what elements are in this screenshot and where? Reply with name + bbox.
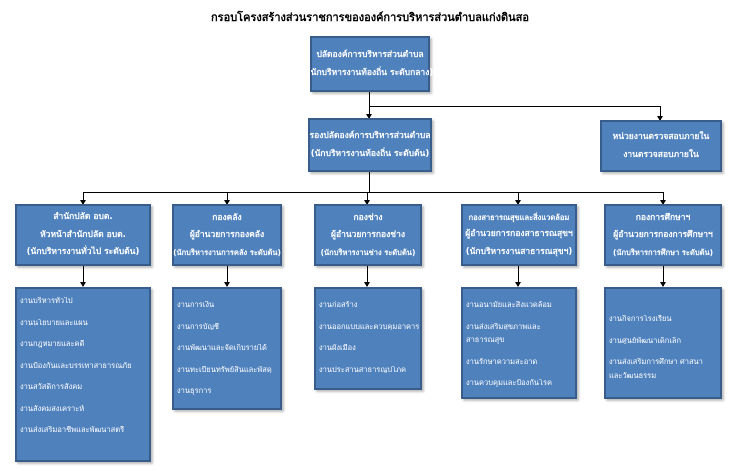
top-executive-level: (นักบริหารงานท้องถิ่น ระดับกลาง) xyxy=(306,67,434,78)
connector-dept-3 xyxy=(367,192,368,204)
connector-list-1 xyxy=(83,266,84,286)
arrow-to-deputy xyxy=(366,114,372,119)
department-box-public-health: กองสาธารณสุขและสิ่งแวดล้อม ผู้อำนวยการกอ… xyxy=(461,204,577,266)
department-head: ผู้อำนวยการกองคลัง xyxy=(189,230,265,241)
department-head: ผู้อำนวยการกองสาธารณสุขฯ xyxy=(465,229,573,240)
task-item: และวัฒนธรรม xyxy=(609,371,657,379)
department-tasks-education: งานกิจการโรงเรียน งานศูนย์พัฒนาเด็กเล็ก … xyxy=(604,287,722,399)
task-item: งานทะเบียนทรัพย์สินและพัสดุ xyxy=(177,365,272,373)
task-item: งานศูนย์พัฒนาเด็กเล็ก xyxy=(609,336,682,344)
connector-list-4 xyxy=(518,266,519,286)
connector-list-3 xyxy=(367,266,368,286)
arrow-list-2 xyxy=(224,282,230,287)
connector-top-deputy xyxy=(369,92,370,118)
task-item: งานสวัสดิการสังคม xyxy=(20,383,83,391)
department-head: หัวหน้าสำนักปลัด อบต. xyxy=(40,229,126,240)
arrow-dept-5 xyxy=(660,200,666,205)
arrow-to-audit xyxy=(657,116,663,121)
department-head: ผู้อำนวยการกองการศึกษาฯ xyxy=(613,230,713,241)
arrow-list-5 xyxy=(660,282,666,287)
task-item: งานประสานสาธารณูปโภค xyxy=(319,365,407,373)
arrow-list-4 xyxy=(515,282,521,287)
department-box-engineering: กองช่าง ผู้อำนวยการกองช่าง (นักบริหารงาน… xyxy=(314,204,422,266)
task-item: งานกิจการโรงเรียน xyxy=(609,315,672,323)
top-executive-title: ปลัดองค์การบริหารส่วนตำบล xyxy=(316,50,424,60)
arrow-dept-1 xyxy=(80,200,86,205)
department-tasks-engineering: งานก่อสร้าง งานออกแบบและควบคุมอาคาร งานผ… xyxy=(314,287,422,390)
task-item: งานบริหารทั่วไป xyxy=(20,297,73,305)
task-item: งานการเงิน xyxy=(177,301,215,309)
department-level: (นักบริหารการศึกษา ระดับต้น) xyxy=(612,247,714,257)
connector-dept-2 xyxy=(227,192,228,204)
arrow-list-3 xyxy=(364,282,370,287)
connector-dept-4 xyxy=(518,192,519,204)
arrow-dept-2 xyxy=(224,200,230,205)
task-item: งานธุรการ xyxy=(177,387,212,395)
task-item: งานการบัญชี xyxy=(177,322,220,330)
audit-section: งานตรวจสอบภายใน xyxy=(623,149,699,160)
task-item: งานนโยบายและแผน xyxy=(20,318,88,326)
department-level: (นักบริหารงานการคลัง ระดับต้น) xyxy=(173,247,281,257)
task-item: งานสังคมสงเคราะห์ xyxy=(20,404,85,412)
department-head: ผู้อำนวยการกองช่าง xyxy=(330,230,405,241)
task-item: งานรักษาความสะอาด xyxy=(466,357,538,365)
department-box-education: กองการศึกษาฯ ผู้อำนวยการกองการศึกษาฯ (นั… xyxy=(604,204,722,266)
department-tasks-finance: งานการเงิน งานการบัญชี งานพัฒนาและจัดเก็… xyxy=(172,287,282,410)
deputy-box: รองปลัดองค์การบริหารส่วนตำบล (นักบริหารง… xyxy=(308,118,432,172)
connector-dept-bus xyxy=(83,192,663,193)
department-box-finance: กองคลัง ผู้อำนวยการกองคลัง (นักบริหารงาน… xyxy=(172,204,282,266)
department-box-office: สำนักปลัด อบต. หัวหน้าสำนักปลัด อบต. (นั… xyxy=(15,204,151,266)
department-name: กองคลัง xyxy=(212,212,242,223)
task-item: งานกฎหมายและคดี xyxy=(20,340,85,348)
task-item: งานส่งเสริมอาชีพและพัฒนาสตรี xyxy=(20,426,125,434)
connector-dept-5 xyxy=(663,192,664,204)
task-item: งานอนามัยและสิ่งแวดล้อม xyxy=(466,301,552,309)
department-name: กองการศึกษาฯ xyxy=(635,212,691,223)
department-level: (นักบริหารงานช่าง ระดับต้น) xyxy=(320,247,416,257)
deputy-title: รองปลัดองค์การบริหารส่วนตำบล xyxy=(309,131,431,141)
department-tasks-public-health: งานอนามัยและสิ่งแวดล้อม งานส่งเสริมสุขภา… xyxy=(461,287,577,399)
task-item: งานป้องกันและบรรเทาสาธารณภัย xyxy=(20,361,132,369)
audit-box: หน่วยงานตรวจสอบภายใน งานตรวจสอบภายใน xyxy=(600,120,722,172)
arrow-dept-3 xyxy=(364,200,370,205)
top-executive-box: ปลัดองค์การบริหารส่วนตำบล (นักบริหารงานท… xyxy=(306,36,434,92)
department-name: กองสาธารณสุขและสิ่งแวดล้อม xyxy=(468,212,570,222)
connector-dept-1 xyxy=(83,192,84,204)
task-item: งานควบคุมและป้องกันโรค xyxy=(466,379,553,387)
task-item: งานพัฒนาและจัดเก็บรายได้ xyxy=(177,344,267,352)
task-item: งานออกแบบและควบคุมอาคาร xyxy=(319,322,420,330)
task-item: งานก่อสร้าง xyxy=(319,301,358,309)
connector-audit-branch xyxy=(369,106,660,107)
department-tasks-office: งานบริหารทั่วไป งานนโยบายและแผน งานกฎหมา… xyxy=(15,287,151,462)
audit-title: หน่วยงานตรวจสอบภายใน xyxy=(612,132,710,142)
deputy-level: (นักบริหารงานท้องถิ่น ระดับต้น) xyxy=(310,148,430,159)
chart-title: กรอบโครงสร้างส่วนราชการขององค์การบริหารส… xyxy=(211,11,529,24)
connector-to-audit xyxy=(660,106,661,120)
department-name: กองช่าง xyxy=(353,212,383,223)
connector-list-5 xyxy=(663,266,664,286)
department-level: (นักบริหารงานทั่วไป ระดับต้น) xyxy=(26,247,140,258)
task-item: สาธารณสุข xyxy=(466,336,505,344)
arrow-list-1 xyxy=(80,282,86,287)
arrow-dept-4 xyxy=(515,200,521,205)
connector-deputy-bus xyxy=(369,172,370,192)
task-item: งานส่งเสริมสุขภาพและ xyxy=(466,322,541,330)
task-item: งานส่งเสริมการศึกษา ศาสนา xyxy=(609,358,703,366)
department-name: สำนักปลัด อบต. xyxy=(53,212,113,223)
connector-list-2 xyxy=(227,266,228,286)
department-level: (นักบริหารงานสาธารณสุขฯ) xyxy=(465,246,573,257)
task-item: งานผังเมือง xyxy=(319,344,356,352)
